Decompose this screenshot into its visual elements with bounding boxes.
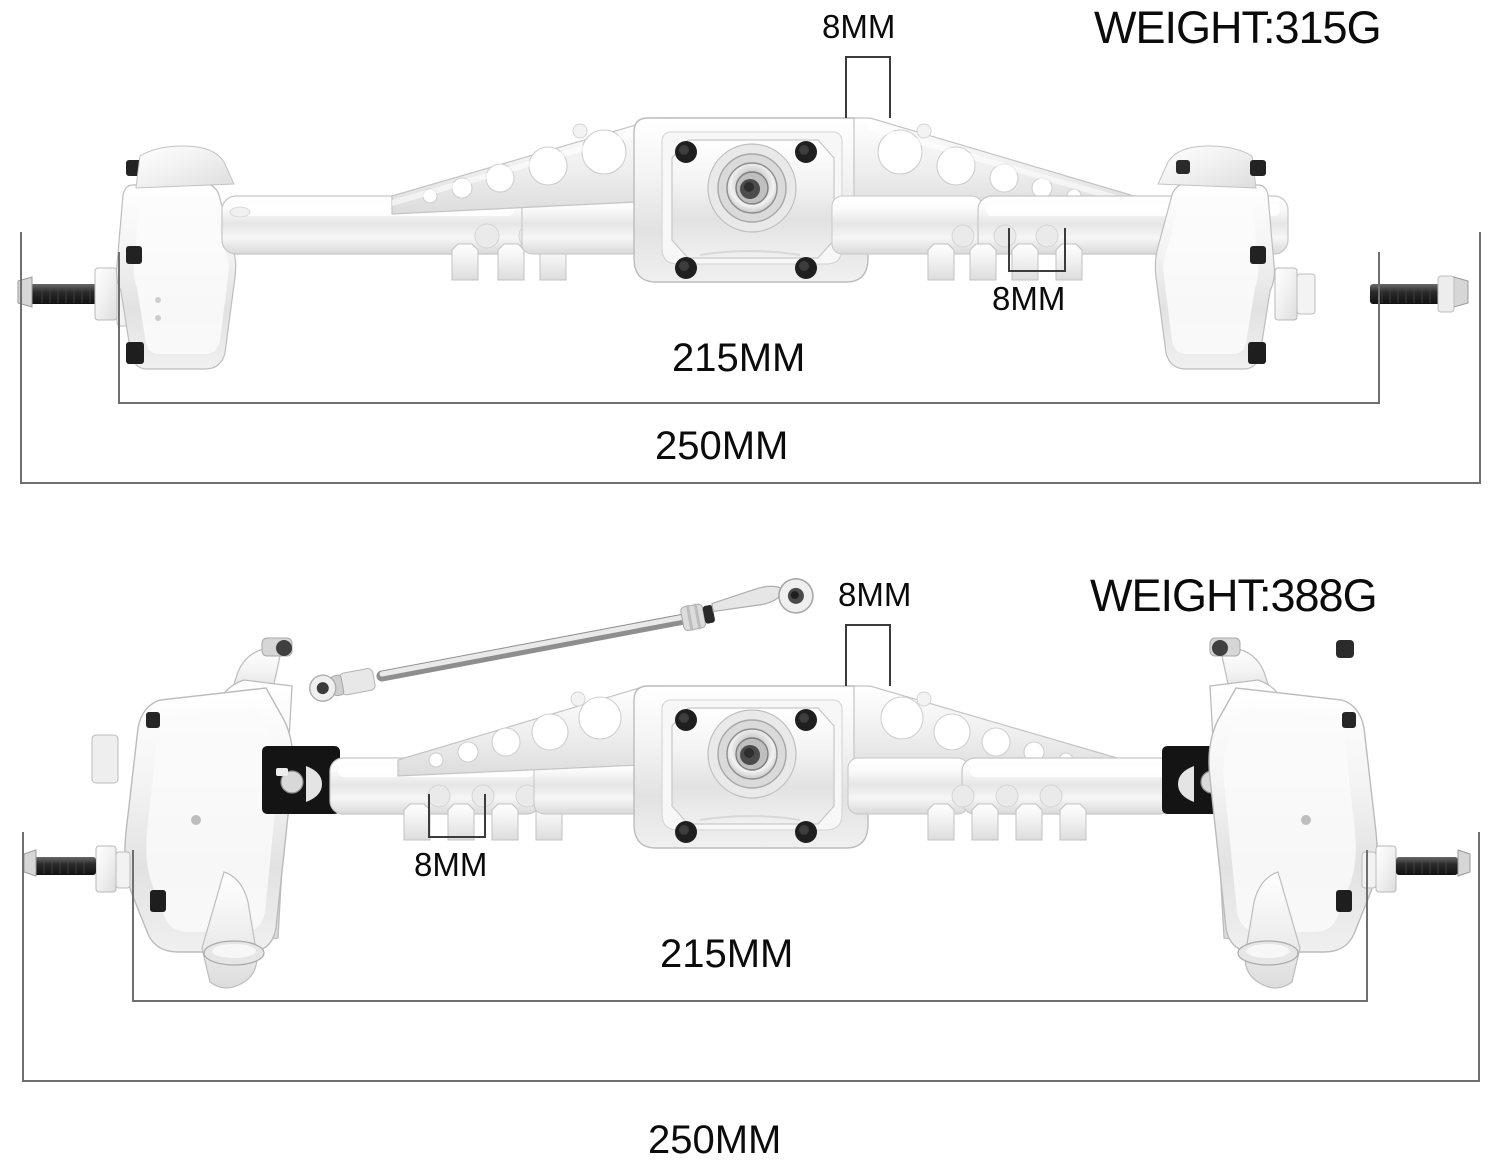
- dim-top-gap-label: 8MM: [822, 8, 896, 45]
- right-truss: [853, 117, 1135, 215]
- dim-inner-line: [118, 402, 1380, 404]
- front-axle-illustration: [0, 520, 1500, 1169]
- dim-inner-ext-left-front: [132, 850, 134, 1002]
- dim-tube-gap-ext-left-front: [428, 794, 430, 838]
- dim-inner-label: 215MM: [672, 336, 806, 380]
- dim-tube-gap-label: 8MM: [992, 280, 1066, 317]
- dim-top-gap-ext-left-front: [845, 624, 847, 686]
- left-steering-knuckle: [23, 637, 294, 989]
- center-differential-housing: [633, 117, 869, 283]
- dim-inner-ext-right: [1378, 252, 1380, 404]
- left-hub-assembly: [17, 145, 237, 370]
- left-universal-joint: [262, 746, 340, 814]
- center-differential-housing-front: [633, 685, 869, 849]
- dim-overall-ext-right: [1479, 232, 1481, 484]
- dim-overall-label-front: 250MM: [648, 1118, 782, 1162]
- dim-tube-gap-line: [1008, 270, 1066, 272]
- front-steering-axle-panel: 8MM 8MM 215MM 250MM WEIGHT:388G: [0, 520, 1500, 1169]
- dim-inner-ext-right-front: [1366, 850, 1368, 1002]
- dim-top-gap-ext-left: [845, 56, 847, 118]
- dim-overall-line: [20, 482, 1481, 484]
- left-truss: [391, 117, 677, 215]
- dim-inner-label-front: 215MM: [660, 932, 794, 976]
- dim-top-gap-line-front: [845, 624, 891, 626]
- dim-tube-gap-ext-left: [1008, 228, 1010, 272]
- dim-tube-gap-label-front: 8MM: [414, 846, 488, 883]
- dim-tube-gap-ext-right-front: [484, 794, 486, 838]
- right-hub-assembly: [1154, 145, 1469, 370]
- dim-overall-ext-left-front: [22, 832, 24, 1082]
- right-axle-tube-front: [847, 757, 1173, 841]
- rear-axle-panel: 8MM 8MM 215MM 250MM WEIGHT:315G: [0, 0, 1500, 520]
- dim-inner-line-front: [132, 1000, 1368, 1002]
- dim-tube-gap-ext-right: [1064, 228, 1066, 272]
- weight-label-front: WEIGHT:388G: [1090, 570, 1378, 621]
- dim-top-gap-ext-right-front: [889, 624, 891, 686]
- housing-bolts-front: [675, 709, 817, 843]
- dim-top-gap-line: [845, 56, 891, 58]
- dim-overall-line-front: [22, 1080, 1480, 1082]
- dim-overall-ext-right-front: [1478, 832, 1480, 1082]
- left-truss-front: [397, 685, 663, 777]
- dim-tube-gap-line-front: [428, 836, 486, 838]
- dim-top-gap-label-front: 8MM: [838, 576, 912, 613]
- steering-tie-rod: [309, 578, 814, 702]
- dim-inner-ext-left: [118, 252, 120, 404]
- dim-overall-label: 250MM: [655, 424, 789, 468]
- right-steering-knuckle: [1208, 637, 1471, 989]
- weight-label-rear: WEIGHT:315G: [1094, 2, 1382, 53]
- rear-axle-illustration: [0, 0, 1500, 520]
- housing-bolts: [675, 141, 817, 279]
- right-truss-front: [853, 685, 1125, 777]
- dim-overall-ext-left: [20, 232, 22, 484]
- dim-top-gap-ext-right: [889, 56, 891, 118]
